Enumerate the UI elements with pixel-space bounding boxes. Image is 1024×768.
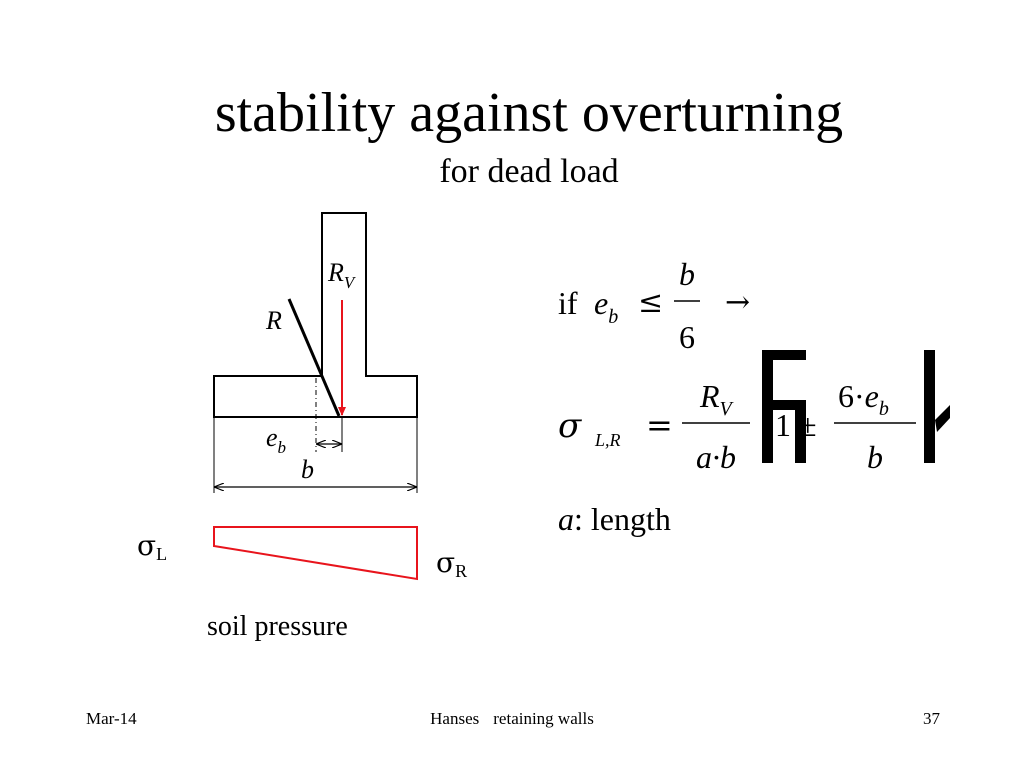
condition-numerator: b [679,256,695,292]
condition-denominator: 6 [679,319,695,355]
fraction2-numerator: 6·eb [838,378,889,420]
slide-subtitle: for dead load [439,153,619,190]
footer-author: Hanses [430,709,480,728]
fraction1-numerator: RV [699,378,735,420]
width-label: b [301,455,314,484]
resultant-label: R [265,306,282,335]
eccentricity-label: eb [266,423,286,457]
condition-eb: eb [594,285,618,328]
footer-center: Hanses retaining walls [0,707,1024,731]
footer-date: Mar-14 [86,709,137,728]
sigma-left-label: σL [137,529,167,564]
wall-outline [213,212,418,418]
resultant-line [287,298,341,417]
condition-le: ≤ [638,285,663,320]
definition-line: a: length [558,501,671,537]
bracket-glyph-artifacts [762,350,950,463]
condition-if: if [558,285,578,321]
soil-pressure-caption: soil pressure [207,611,348,642]
formula-sigma-subscript: L,R [594,430,621,450]
vertical-resultant-label: RV [327,258,357,292]
fraction2-denominator: b [867,439,883,475]
condition-arrow: → [725,285,750,320]
soil-pressure-diagram [213,526,418,581]
footer-topic: retaining walls [493,709,594,728]
sigma-right-label: σR [436,546,467,581]
footer-page-number: 37 [923,709,940,728]
formula-equals: = [646,406,673,444]
slide-title: stability against overturning [214,82,844,144]
formula-sigma: σ [558,406,582,446]
fraction1-denominator: a·b [696,439,736,475]
